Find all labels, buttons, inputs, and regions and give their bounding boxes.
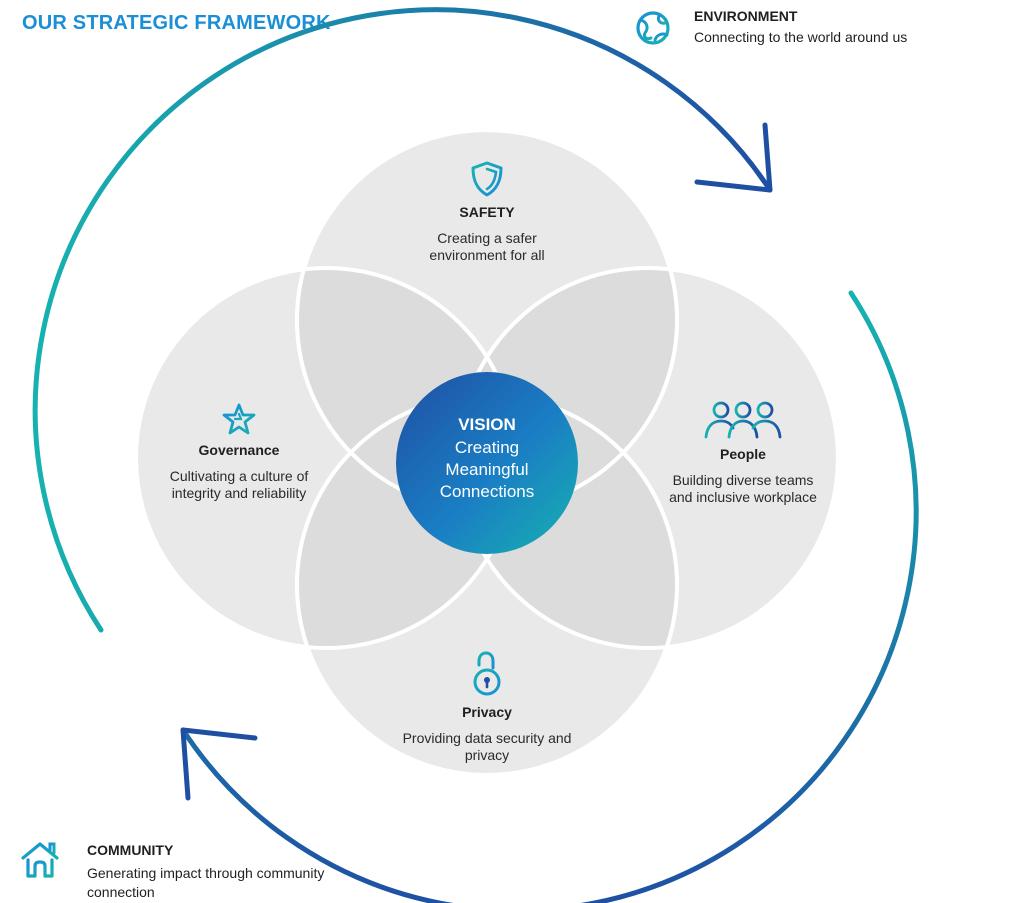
cycle-arc-bottom: [180, 290, 919, 903]
vision-description: Creating Meaningful Connections: [439, 438, 535, 501]
governance-title: Governance: [198, 442, 280, 458]
people-title: People: [720, 446, 766, 462]
vision-block: VISION Creating Meaningful Connections: [396, 372, 578, 554]
safety-description: Creating a safer environment for all: [429, 230, 545, 263]
pillar-governance: Governance Cultivating a culture of inte…: [150, 402, 328, 502]
star-icon: [222, 403, 256, 435]
community-description: Generating impact through community conn…: [87, 865, 325, 900]
privacy-description: Providing data security and privacy: [402, 730, 572, 763]
cycle-arrowhead-bottom: [180, 727, 258, 801]
globe-icon: [636, 11, 670, 45]
pillar-privacy: Privacy Providing data security and priv…: [387, 650, 587, 764]
home-icon: [21, 842, 59, 878]
page-title: OUR STRATEGIC FRAMEWORK: [22, 12, 331, 34]
people-icon: [704, 401, 782, 439]
cycle-arrowhead-top: [694, 122, 773, 193]
vision-circle: [396, 372, 578, 554]
shield-icon: [471, 161, 503, 197]
community-title: COMMUNITY: [87, 842, 174, 858]
environment-description: Connecting to the world around us: [694, 29, 908, 45]
safety-title: SAFETY: [459, 204, 515, 220]
pillar-people: People Building diverse teams and inclus…: [658, 400, 828, 506]
unlock-icon: [473, 651, 501, 696]
cycle-arc-top: [32, 7, 773, 633]
privacy-title: Privacy: [462, 704, 512, 720]
people-description: Building diverse teams and inclusive wor…: [669, 472, 817, 505]
governance-description: Cultivating a culture of integrity and r…: [169, 468, 309, 501]
vision-title: VISION: [458, 415, 516, 434]
environment-title: ENVIRONMENT: [694, 8, 798, 24]
pillar-safety: SAFETY Creating a safer environment for …: [387, 160, 587, 264]
